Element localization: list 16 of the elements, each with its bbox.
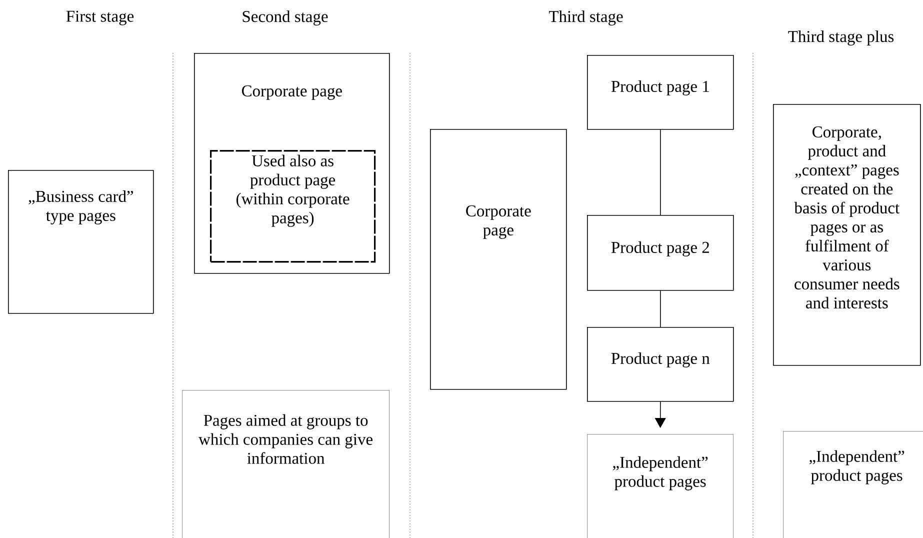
page-box: „Independent” product pages: [783, 431, 923, 538]
page-box: „Business card” type pages: [8, 170, 154, 314]
dashed-box: Used also as product page (within corporate pages): [210, 150, 376, 263]
stage-heading: Second stage: [242, 10, 328, 26]
stage-heading: First stage: [66, 10, 134, 26]
page-box: Product page n: [587, 327, 734, 402]
page-box: „Independent” product pages: [587, 434, 734, 538]
stage-heading: Third stage plus: [788, 30, 894, 46]
page-box: Corporate page: [430, 129, 567, 390]
stage-heading: Third stage: [548, 10, 623, 26]
page-box: Corporate, product and „context” pages created on the basis of product pages or as fulfilment of various consumer needs and interests: [773, 104, 921, 366]
page-box: Product page 2: [587, 215, 734, 291]
connector-line: [660, 290, 661, 328]
page-box: Product page 1: [587, 55, 734, 130]
connector-line: [660, 129, 661, 216]
page-box: Pages aimed at groups to which companies can give information: [182, 390, 390, 538]
